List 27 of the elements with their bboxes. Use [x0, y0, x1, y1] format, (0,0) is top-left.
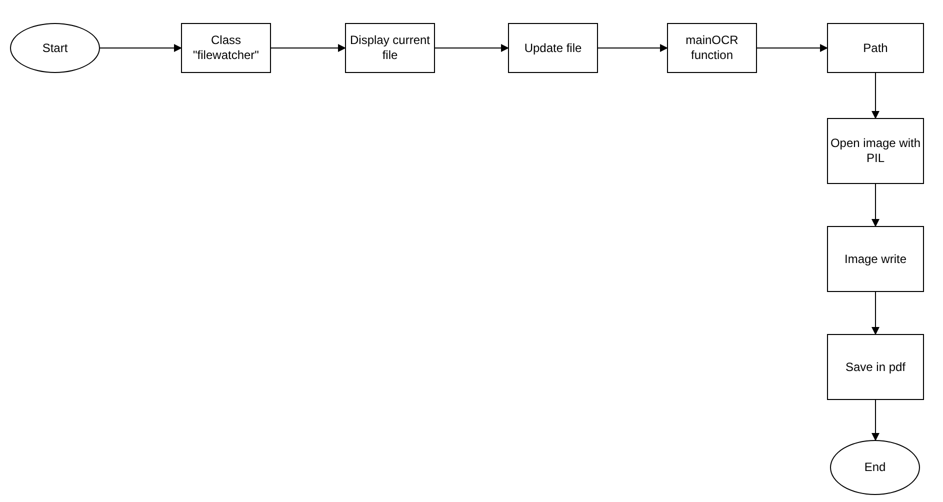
process-box	[667, 23, 757, 73]
node-label: Start	[42, 40, 68, 56]
node-label: End	[864, 460, 886, 475]
arrow	[872, 184, 880, 227]
node-label: mainOCR function	[684, 33, 740, 63]
process-box	[508, 23, 598, 73]
arrow	[598, 44, 668, 52]
node-label: Save in pdf	[845, 360, 906, 374]
process-box	[345, 23, 435, 73]
arrow	[270, 44, 346, 52]
node-label: Open image with PIL	[830, 136, 921, 166]
arrow	[756, 44, 828, 52]
arrow	[872, 400, 880, 441]
node-label: Update file	[524, 40, 582, 56]
node-label: Class "filewatcher"	[192, 33, 260, 63]
node-label: Path	[863, 40, 888, 56]
arrow	[434, 44, 509, 52]
arrow	[872, 72, 880, 119]
node-label: Display current file	[348, 33, 432, 63]
process-box	[827, 23, 924, 73]
arrow	[872, 292, 880, 335]
process-box	[827, 118, 924, 184]
process-box	[181, 23, 271, 73]
process-box	[827, 334, 924, 400]
arrow	[100, 44, 182, 52]
node-label: Image write	[844, 252, 907, 266]
process-box	[827, 226, 924, 292]
